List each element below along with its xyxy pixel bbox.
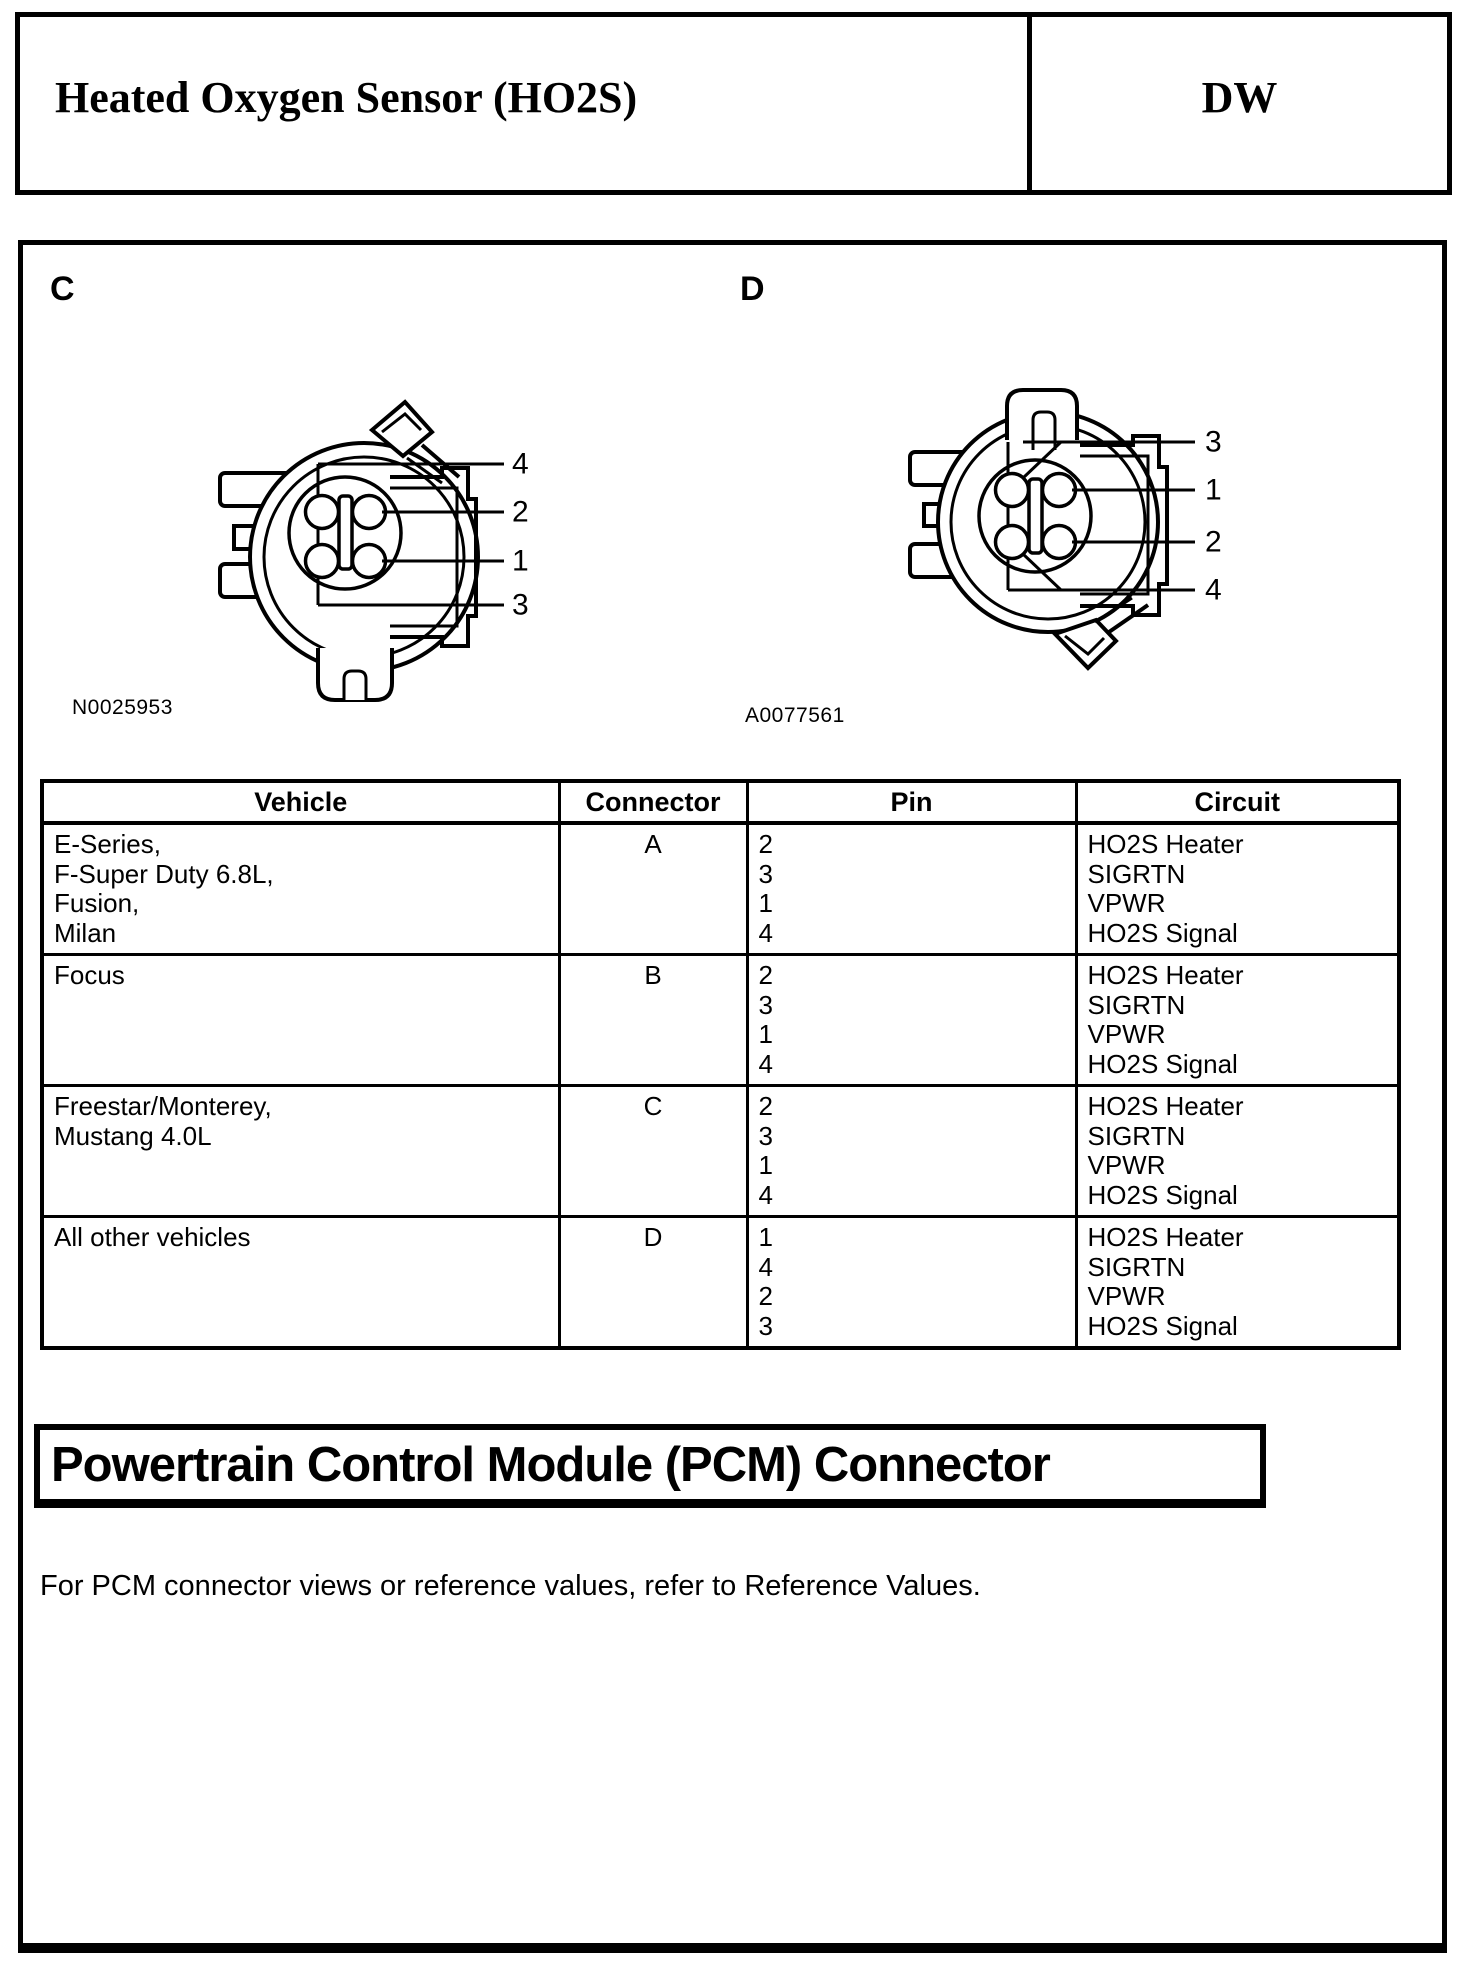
cell-connector: D [557,1215,749,1350]
connector-c-diagram: 4 2 1 3 [218,399,529,702]
figure-d-ref: A0077561 [745,704,845,727]
cell-pin: 1 4 2 3 [745,1215,1078,1350]
top-right-tab-band [381,412,423,434]
pin [1040,523,1078,561]
cell-vehicle: E-Series, F-Super Duty 6.8L, Fusion, Mil… [40,821,561,956]
cell-vehicle: Freestar/Monterey, Mustang 4.0L [40,1084,561,1218]
cell-circuit: HO2S Heater SIGRTN VPWR HO2S Signal [1074,821,1401,956]
figure-c-label: C [50,270,75,308]
pin-label: 2 [1205,526,1222,559]
pin [303,493,341,531]
col-header-connector: Connector [557,779,749,825]
pin-label: 1 [512,545,529,578]
leader-diagonal [1021,440,1063,480]
figure-d-label: D [740,270,765,308]
page-title: Heated Oxygen Sensor (HO2S) [55,73,638,122]
tab-joint-line [1094,596,1133,624]
top-right-tab [368,399,435,459]
pcm-note: For PCM connector views or reference val… [40,1570,981,1602]
connector-pin-table: Vehicle Connector Pin Circuit E-Series, … [40,779,1401,1350]
table-row: E-Series, F-Super Duty 6.8L, Fusion, Mil… [40,821,1401,956]
plug-extension [390,466,478,648]
table-body: E-Series, F-Super Duty 6.8L, Fusion, Mil… [40,821,1401,1350]
pin [993,523,1031,561]
pin-label: 3 [1205,426,1222,459]
cell-pin: 2 3 1 4 [745,953,1078,1087]
bottom-tab-notch [342,669,368,700]
tab-joint-line [406,456,443,485]
bottom-right-tab-band [1064,634,1106,656]
pcm-heading-box: Powertrain Control Module (PCM) Connecto… [34,1424,1266,1508]
pin [350,493,388,531]
pin [350,542,388,580]
connector-d-diagram: 3 1 2 4 [908,388,1222,671]
cell-connector: A [557,821,749,956]
bottom-right-tab [1051,617,1119,671]
pin-label: 4 [512,448,529,481]
table-header-row: Vehicle Connector Pin Circuit [40,779,1401,825]
cell-circuit: HO2S Heater SIGRTN VPWR HO2S Signal [1074,1215,1401,1350]
keyway-slot [337,494,354,571]
cell-connector: C [557,1084,749,1218]
section-code: DW [1201,73,1278,122]
keyway-slot [1027,477,1044,555]
plug-extension-inner [390,486,459,628]
col-header-vehicle: Vehicle [40,779,561,825]
col-header-circuit: Circuit [1074,779,1401,825]
cell-pin: 2 3 1 4 [745,1084,1078,1218]
pin-label: 4 [1205,574,1222,607]
header-divider [1027,17,1032,190]
leader-diagonal [1021,552,1063,592]
cell-connector: B [557,953,749,1087]
cell-vehicle: All other vehicles [40,1215,561,1350]
cell-vehicle: Focus [40,953,561,1087]
page-header: Heated Oxygen Sensor (HO2S) DW [15,12,1452,195]
figure-table-section: C D 4 [18,240,1447,1953]
tab-joint-line [420,443,461,479]
pin-label: 3 [512,589,529,622]
pin [1040,471,1078,509]
pin-label: 1 [1205,474,1222,507]
figure-c-ref: N0025953 [72,696,173,719]
pin-label: 2 [512,496,529,529]
cell-circuit: HO2S Heater SIGRTN VPWR HO2S Signal [1074,953,1401,1087]
pcm-heading: Powertrain Control Module (PCM) Connecto… [51,1437,1051,1492]
plug-extension-inner [1080,454,1150,596]
top-tab-notch [1031,410,1057,450]
cell-circuit: HO2S Heater SIGRTN VPWR HO2S Signal [1074,1084,1401,1218]
cell-pin: 2 3 1 4 [745,821,1078,956]
pin [303,542,341,580]
col-header-pin: Pin [745,779,1078,825]
pin [993,471,1031,509]
tab-joint-line [1107,603,1150,634]
